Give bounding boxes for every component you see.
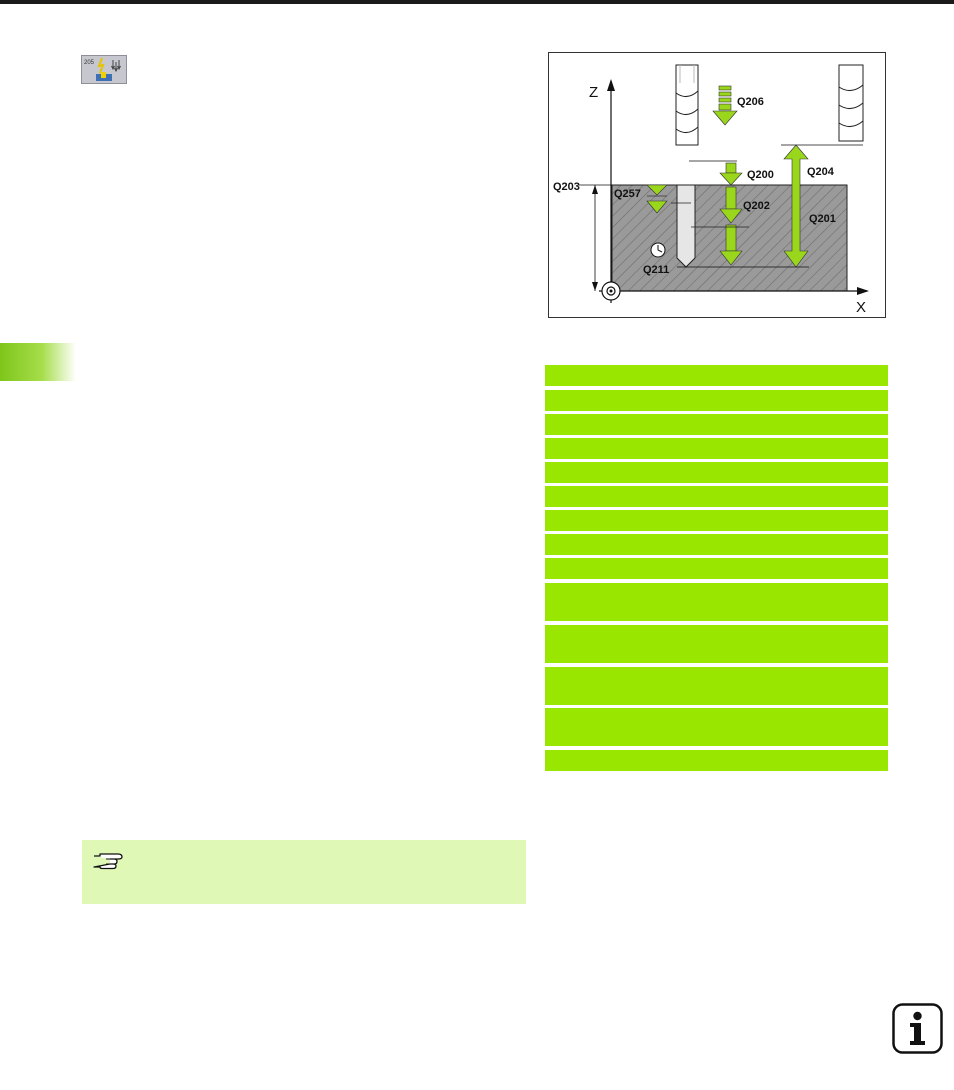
info-icon <box>892 1003 943 1054</box>
cycle-number-text: 205 <box>84 60 95 66</box>
label-q201: Q201 <box>809 213 836 225</box>
datum-origin-icon <box>601 281 621 301</box>
info-button[interactable] <box>892 1003 943 1054</box>
parameter-bar <box>545 625 888 663</box>
axis-z-label: Z <box>589 84 598 101</box>
parameter-bar <box>545 462 888 483</box>
pointing-hand-icon <box>93 853 123 870</box>
parameter-bar <box>545 365 888 386</box>
chapter-tab <box>0 343 76 381</box>
parameter-bar <box>545 583 888 621</box>
label-q257: Q257 <box>614 188 641 200</box>
parameter-bar <box>545 438 888 459</box>
drilled-hole <box>676 184 696 268</box>
arrow-q257 <box>646 184 691 214</box>
parameter-bar <box>545 667 888 705</box>
parameter-bar <box>545 414 888 435</box>
parameter-bar <box>545 750 888 771</box>
cycle-205-softkey-icon: 205 <box>81 55 127 84</box>
tool-left-icon <box>675 64 737 162</box>
arrow-q200 <box>719 162 743 186</box>
label-q203: Q203 <box>553 181 580 193</box>
axis-x-label: X <box>856 299 866 316</box>
label-q211: Q211 <box>643 264 669 276</box>
tool-right-icon <box>781 64 864 146</box>
dwell-clock-icon <box>650 242 666 258</box>
note-box <box>82 840 526 904</box>
label-q206: Q206 <box>737 96 764 108</box>
label-q200: Q200 <box>747 169 774 181</box>
label-q202: Q202 <box>743 200 770 212</box>
arrow-q202 <box>691 186 749 266</box>
parameter-bar <box>545 510 888 531</box>
parameter-bar <box>545 558 888 579</box>
cycle-diagram: Z X Q203 <box>548 52 886 318</box>
page-top-rule <box>0 0 954 4</box>
parameter-bar <box>545 708 888 746</box>
parameter-bar <box>545 534 888 555</box>
parameter-bar <box>545 486 888 507</box>
arrow-q206 <box>712 85 738 126</box>
parameter-bar <box>545 390 888 411</box>
label-q204: Q204 <box>807 166 835 178</box>
